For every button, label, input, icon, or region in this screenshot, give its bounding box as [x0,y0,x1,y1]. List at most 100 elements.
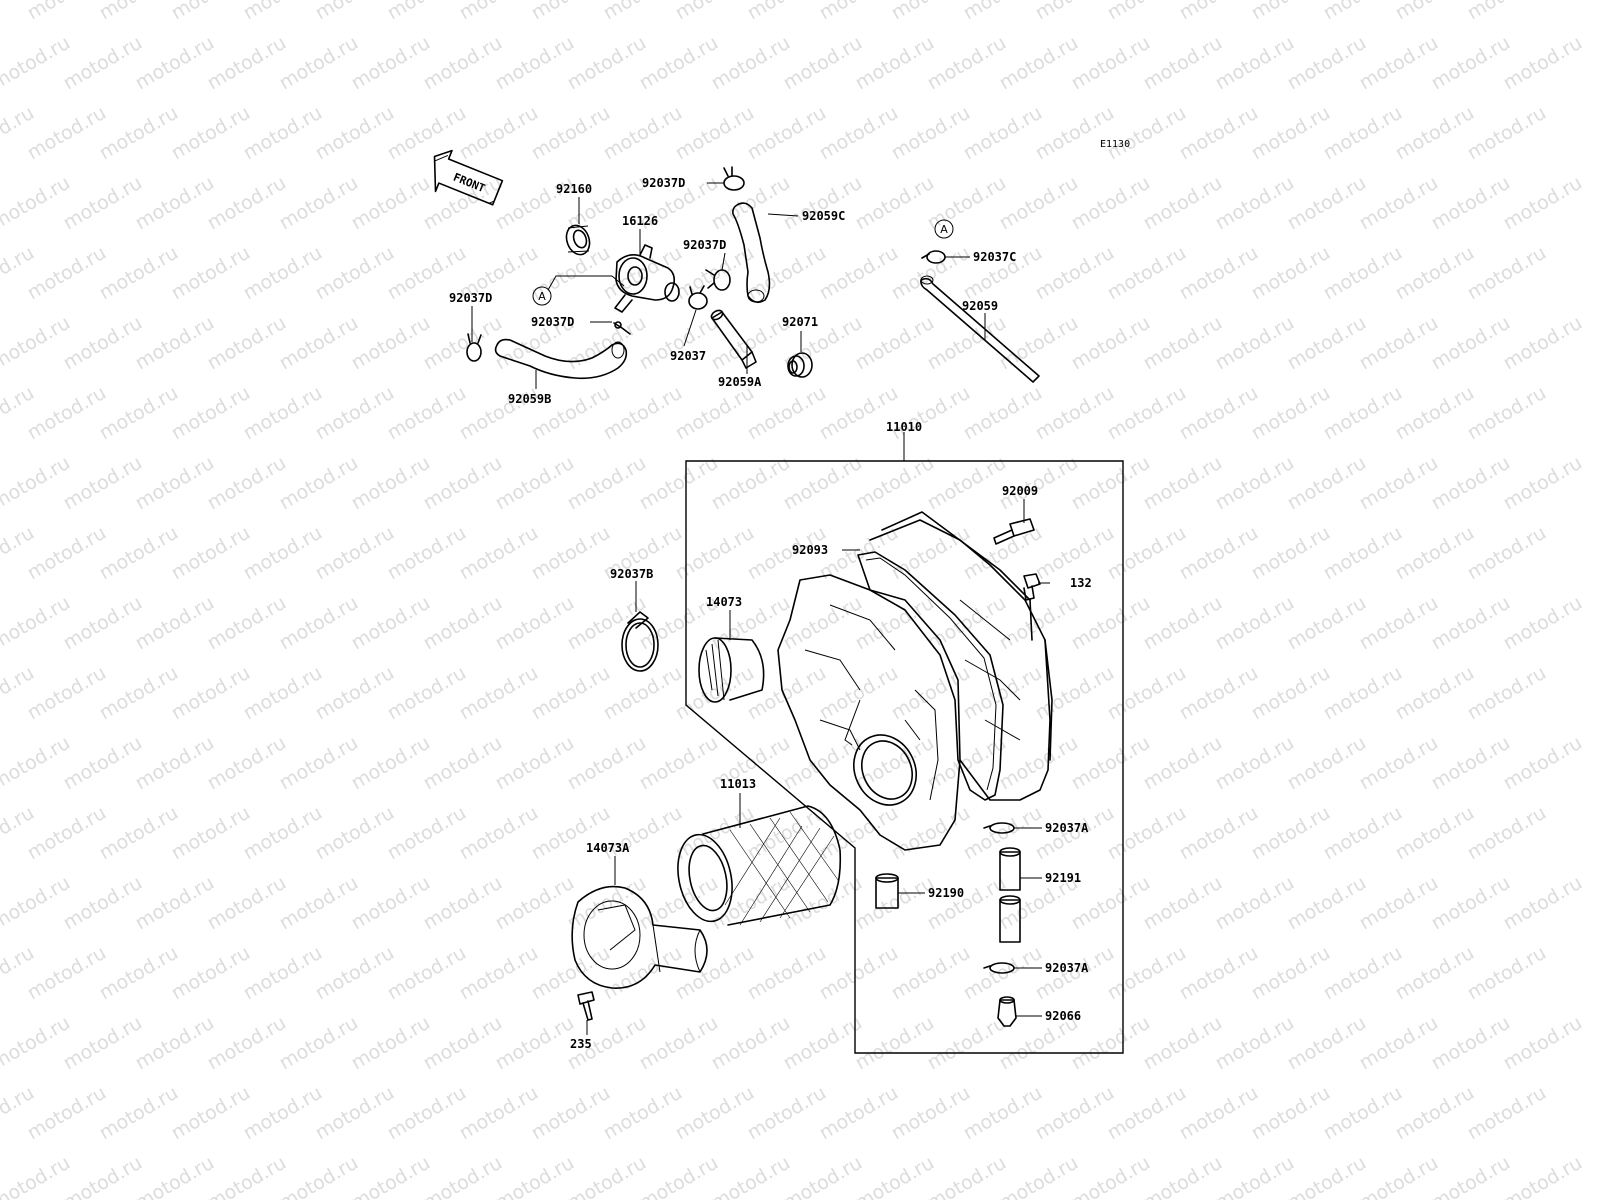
watermark-text: motod.ru [1500,1012,1586,1075]
label-92037D-left: 92037D [449,291,492,305]
watermark-text: motod.ru [600,1082,686,1145]
watermark-text: motod.ru [744,382,830,445]
watermark-text: motod.ru [420,592,506,655]
watermark-text: motod.ru [1500,32,1586,95]
watermark-text: motod.ru [1212,312,1298,375]
watermark-text: motod.ru [636,732,722,795]
label-92037D-a: 92037D [531,315,574,329]
watermark-text: motod.ru [348,732,434,795]
clamp-92037B [621,611,659,672]
duct-14073 [698,637,765,703]
watermark-text: motod.ru [312,1082,398,1145]
watermark-text: motod.ru [1032,382,1118,445]
watermark-text: motod.ru [204,32,290,95]
watermark-text: motod.ru [744,662,830,725]
watermark-text: motod.ru [780,1012,866,1075]
watermark-text: motod.ru [1464,382,1550,445]
watermark-text: motod.ru [276,732,362,795]
watermark-text: motod.ru [1140,32,1226,95]
watermark-text: motod.ru [24,1082,110,1145]
watermark-text: motod.ru [1176,102,1262,165]
watermark-text: motod.ru [1176,1082,1262,1145]
watermark-text: motod.ru [348,872,434,935]
watermark-text: motod.ru [1104,242,1190,305]
watermark-text: motod.ru [276,1012,362,1075]
watermark-text: motod.ru [240,242,326,305]
watermark-text: motod.ru [996,592,1082,655]
part-labels: 92037D 92160 16126 92059C 92037D 92037D … [449,176,1092,1051]
label-92037D-top: 92037D [642,176,685,190]
watermark-text: motod.ru [1248,522,1334,585]
label-92071: 92071 [782,315,818,329]
watermark-text: motod.ru [168,802,254,865]
watermark-text: motod.ru [564,452,650,515]
watermark-text: motod.ru [816,662,902,725]
watermark-text: motod.ru [348,1152,434,1200]
watermark-text: motod.ru [888,1082,974,1145]
label-132: 132 [1070,576,1092,590]
watermark-text: motod.ru [384,102,470,165]
watermark-text: motod.ru [1212,1012,1298,1075]
watermark-text: motod.ru [528,942,614,1005]
watermark-text: motod.ru [60,872,146,935]
watermark-text: motod.ru [240,662,326,725]
watermark-text: motod.ru [384,382,470,445]
label-92160: 92160 [556,182,592,196]
watermark-text: motod.ru [1212,872,1298,935]
watermark-text: motod.ru [1356,312,1442,375]
watermark-text: motod.ru [852,32,938,95]
watermark-text: motod.ru [672,382,758,445]
watermark-text: motod.ru [96,802,182,865]
watermark-text: motod.ru [564,732,650,795]
label-92059C: 92059C [802,209,845,223]
clamp-92037 [688,285,708,310]
label-92190: 92190 [928,886,964,900]
watermark-text: motod.ru [276,312,362,375]
watermark-text: motod.ru [1212,592,1298,655]
watermark-text: motod.ru [708,32,794,95]
watermark-text: motod.ru [240,802,326,865]
watermark-text: motod.ru [384,802,470,865]
watermark-text: motod.ru [1068,312,1154,375]
watermark-text: motod.ru [744,242,830,305]
watermark-text: motod.ru [1320,382,1406,445]
filter-mesh [724,811,839,926]
watermark-text: motod.ru [888,382,974,445]
watermark-text: motod.ru [132,172,218,235]
watermark-text: motod.ru [1284,452,1370,515]
bolt-132 [1023,573,1041,601]
watermark-text: motod.ru [744,1082,830,1145]
watermark-text: motod.ru [132,732,218,795]
watermark-text: motod.ru [1140,592,1226,655]
watermark-text: motod.ru [312,802,398,865]
watermark-text: motod.ru [1320,662,1406,725]
watermark-text: motod.ru [1284,172,1370,235]
watermark-text: motod.ru [1464,662,1550,725]
watermark-text: motod.ru [1320,522,1406,585]
watermark-text: motod.ru [672,522,758,585]
watermark-text: motod.ru [60,732,146,795]
watermark-text: motod.ru [1392,522,1478,585]
watermark-text: motod.ru [1104,522,1190,585]
label-16126: 16126 [622,214,658,228]
watermark-text: motod.ru [312,102,398,165]
watermark-text: motod.ru [240,382,326,445]
watermark-text: motod.ru [852,1012,938,1075]
watermark-text: motod.ru [1140,452,1226,515]
watermark-text: motod.ru [600,382,686,445]
watermark-text: motod.ru [1356,452,1442,515]
watermark-text: motod.ru [924,872,1010,935]
watermark-text: motod.ru [96,1082,182,1145]
watermark-text: motod.ru [816,802,902,865]
watermark-text: motod.ru [1104,382,1190,445]
watermark-text: motod.ru [348,312,434,375]
watermark-text: motod.ru [924,1012,1010,1075]
watermark-text: motod.ru [672,102,758,165]
watermark-text: motod.ru [1500,732,1586,795]
watermark-text: motod.ru [528,1082,614,1145]
label-92059B: 92059B [508,392,551,406]
label-92037B: 92037B [610,567,653,581]
watermark-text: motod.ru [456,662,542,725]
label-14073: 14073 [706,595,742,609]
watermark-text: motod.ru [744,102,830,165]
